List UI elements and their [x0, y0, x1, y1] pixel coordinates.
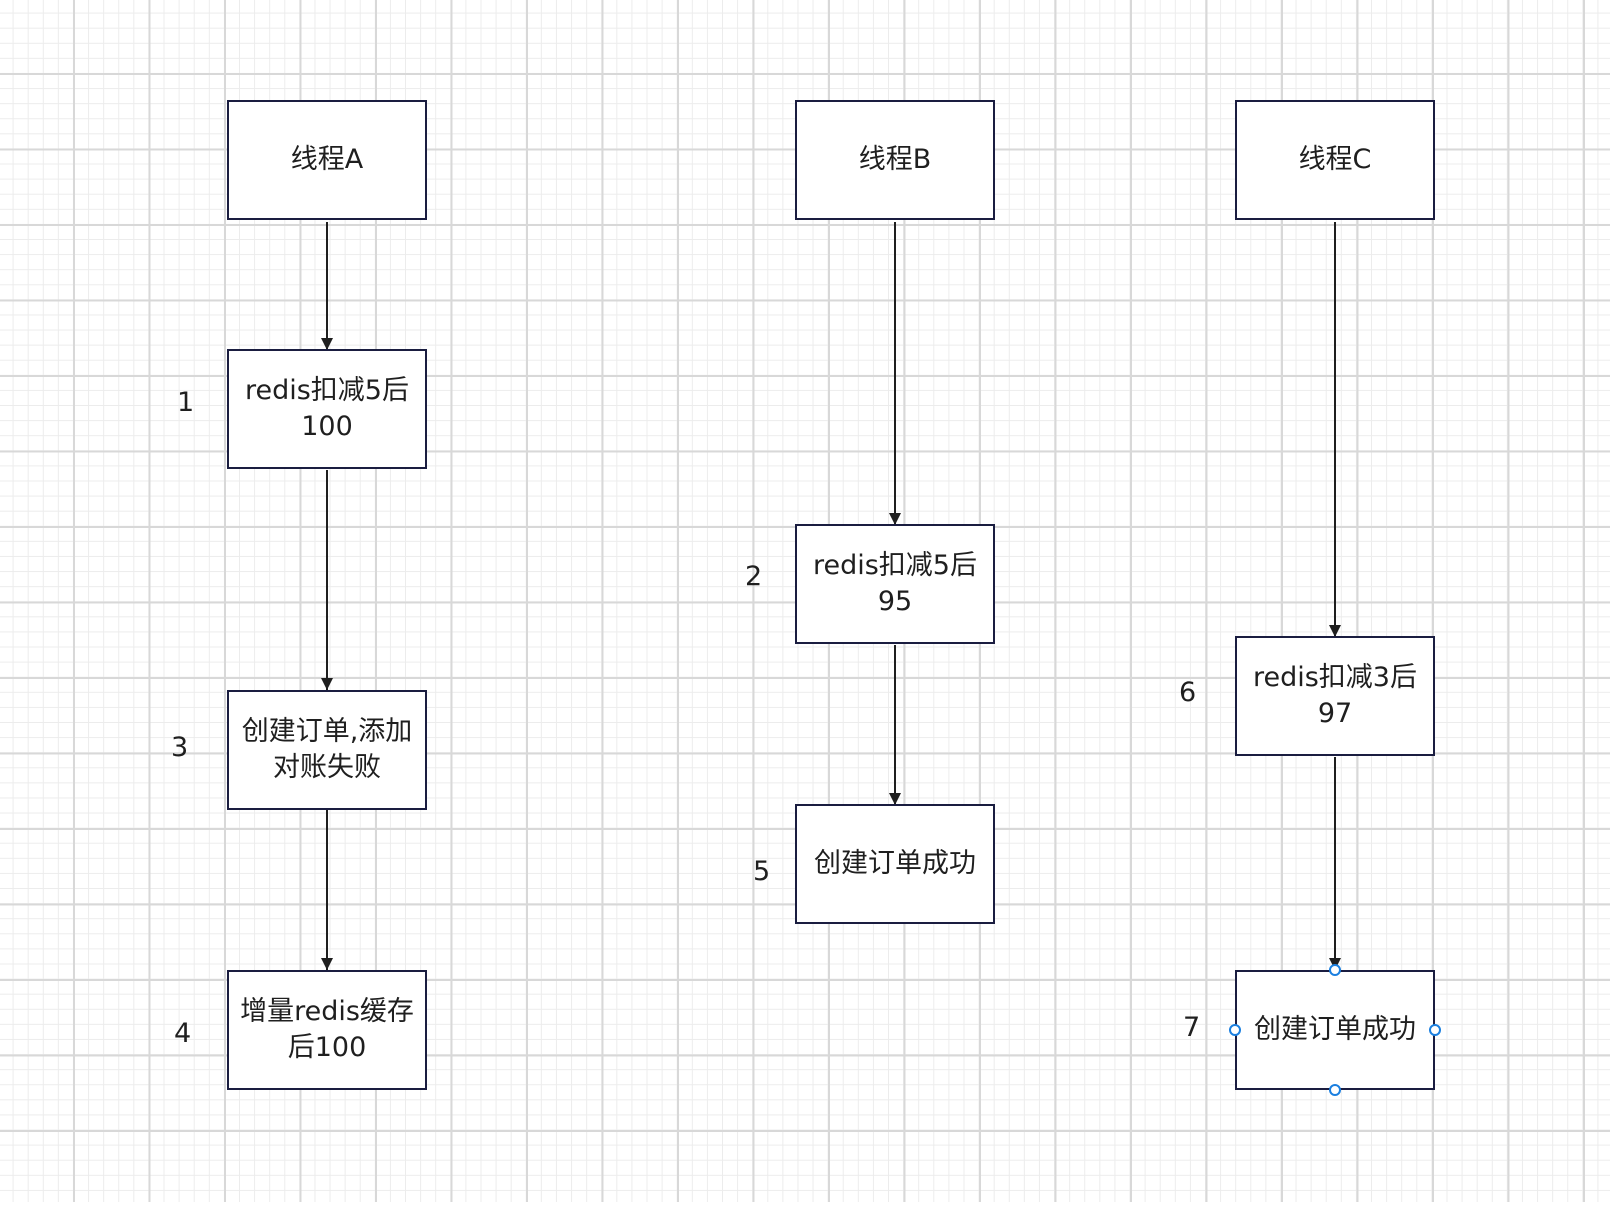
- node-thread-a[interactable]: 线程A: [227, 100, 427, 220]
- step-number-4: 4: [174, 1018, 192, 1049]
- node-a-redis-decrement-label: redis扣减5后 100: [244, 375, 409, 442]
- connection-handle-left[interactable]: [1229, 1024, 1241, 1036]
- node-a-create-order-failed-label: 创建订单,添加 对账失败: [241, 716, 413, 783]
- node-c-create-order-success-label: 创建订单成功: [1254, 1014, 1416, 1045]
- step-number-7: 7: [1183, 1012, 1201, 1043]
- connection-handle-right[interactable]: [1429, 1024, 1441, 1036]
- node-a-redis-increment[interactable]: 增量redis缓存 后100: [227, 970, 427, 1090]
- node-thread-b[interactable]: 线程B: [795, 100, 995, 220]
- node-c-redis-decrement[interactable]: redis扣减3后 97: [1235, 636, 1435, 756]
- node-b-redis-decrement-label: redis扣减5后 95: [812, 550, 977, 617]
- node-thread-c[interactable]: 线程C: [1235, 100, 1435, 220]
- node-b-create-order-success[interactable]: 创建订单成功: [795, 804, 995, 924]
- node-b-redis-decrement[interactable]: redis扣减5后 95: [795, 524, 995, 644]
- node-a-redis-decrement[interactable]: redis扣减5后 100: [227, 349, 427, 469]
- connection-handle-top[interactable]: [1329, 964, 1341, 976]
- step-number-6: 6: [1179, 677, 1197, 708]
- node-thread-c-label: 线程C: [1298, 144, 1372, 175]
- step-number-1: 1: [177, 387, 195, 418]
- node-a-redis-increment-label: 增量redis缓存 后100: [240, 996, 414, 1063]
- connection-handle-bottom[interactable]: [1329, 1084, 1341, 1096]
- node-thread-b-label: 线程B: [858, 144, 932, 175]
- step-number-5: 5: [753, 856, 771, 887]
- step-number-2: 2: [745, 561, 763, 592]
- step-number-3: 3: [171, 732, 189, 763]
- node-a-create-order-failed[interactable]: 创建订单,添加 对账失败: [227, 690, 427, 810]
- node-c-redis-decrement-label: redis扣减3后 97: [1252, 662, 1417, 729]
- node-b-create-order-success-label: 创建订单成功: [814, 848, 976, 879]
- node-c-create-order-success[interactable]: 创建订单成功: [1235, 970, 1435, 1090]
- node-thread-a-label: 线程A: [290, 144, 364, 175]
